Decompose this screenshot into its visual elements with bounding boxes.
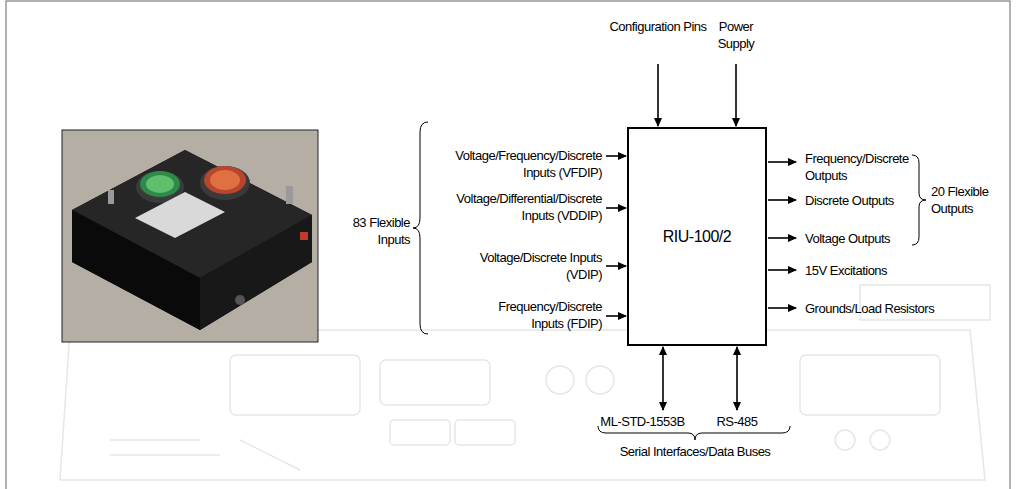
brace xyxy=(413,122,926,440)
bus-name: ML-STD-1553B xyxy=(590,413,695,430)
signal-name: Voltage/Discrete Inputs (VDIP) xyxy=(472,249,602,283)
signal-name: Voltage/Frequency/Discrete Inputs (VFDIP… xyxy=(432,147,602,181)
group-label: 20 Flexible Outputs xyxy=(931,183,1011,217)
signal-name: Frequency/Discrete Inputs (FDIP) xyxy=(467,298,602,332)
signal-name: Grounds/Load Resistors xyxy=(805,300,975,317)
input-name: Power Supply xyxy=(706,18,766,52)
signal-arrows xyxy=(606,64,796,410)
signal-name: Frequency/Discrete Outputs xyxy=(805,150,920,184)
signal-name: Voltage/Differential/Discrete Inputs (VD… xyxy=(432,190,602,224)
signal-name: Voltage Outputs xyxy=(805,230,915,247)
signal-name: 15V Excitations xyxy=(805,262,945,279)
bus-name: RS-485 xyxy=(705,413,769,430)
unit-box: RIU-100/2 xyxy=(627,127,767,346)
group-label: 83 Flexible Inputs xyxy=(322,214,410,248)
input-name: Configuration Pins xyxy=(608,18,708,35)
signal-name: Discrete Outputs xyxy=(805,192,915,209)
unit-name: RIU-100/2 xyxy=(663,228,731,246)
group-label: Serial Interfaces/Data Buses xyxy=(585,443,805,460)
unit-photo xyxy=(62,130,318,342)
frame xyxy=(6,1,1010,489)
